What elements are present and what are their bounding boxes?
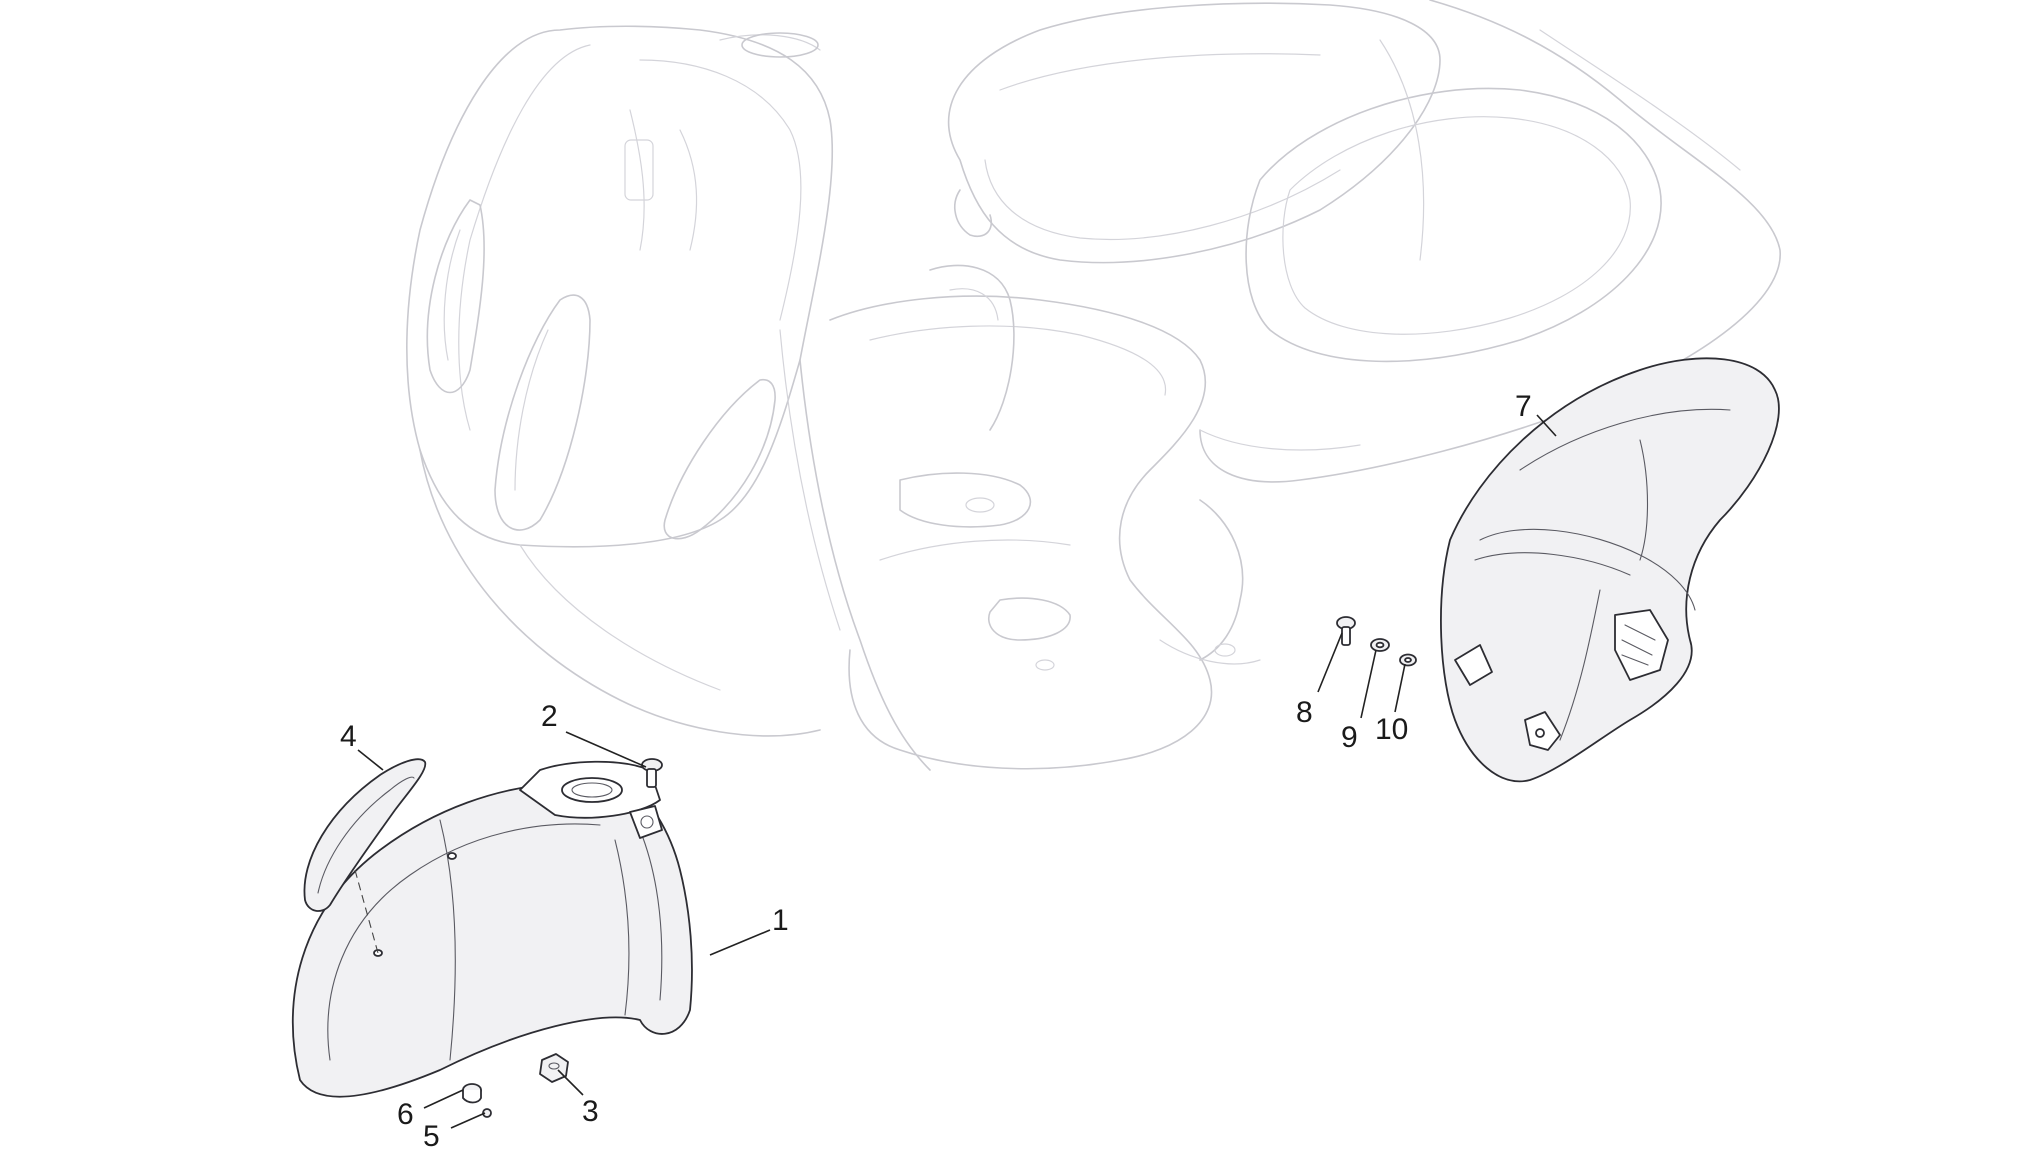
mudguard-badge — [303, 758, 427, 912]
callout-6: 6 — [397, 1098, 414, 1131]
leader-3 — [557, 1069, 584, 1096]
badge-alignment-line — [354, 869, 379, 954]
callout-7: 7 — [1515, 390, 1532, 423]
callout-4: 4 — [340, 720, 357, 753]
callout-3: 3 — [582, 1095, 599, 1128]
callout-labels: 1 2 3 4 5 6 7 8 9 10 — [340, 390, 1532, 1150]
callout-10: 10 — [1375, 713, 1408, 746]
leader-7 — [1536, 414, 1557, 437]
leader-6 — [423, 1089, 464, 1109]
scooter-body-ghost — [406, 0, 1781, 771]
callout-5: 5 — [423, 1120, 440, 1150]
screw-8 — [1336, 616, 1356, 646]
leader-2 — [565, 731, 647, 768]
leader-4 — [357, 749, 384, 771]
nut-3 — [539, 1053, 569, 1083]
callout-2: 2 — [541, 700, 558, 733]
washer-10 — [1399, 653, 1417, 667]
leader-5 — [450, 1112, 486, 1129]
leader-10 — [1394, 663, 1406, 713]
screw-5 — [482, 1108, 492, 1118]
rear-mudguard — [1440, 357, 1780, 783]
callout-9: 9 — [1341, 721, 1358, 754]
plug-6 — [462, 1083, 482, 1104]
leader-8 — [1317, 632, 1343, 693]
callout-1: 1 — [772, 904, 789, 937]
leader-9 — [1360, 649, 1377, 719]
washer-9 — [1370, 638, 1390, 652]
callout-8: 8 — [1296, 696, 1313, 729]
front-mudguard — [291, 760, 693, 1098]
leader-lines — [357, 414, 1557, 1129]
leader-1 — [709, 929, 771, 956]
